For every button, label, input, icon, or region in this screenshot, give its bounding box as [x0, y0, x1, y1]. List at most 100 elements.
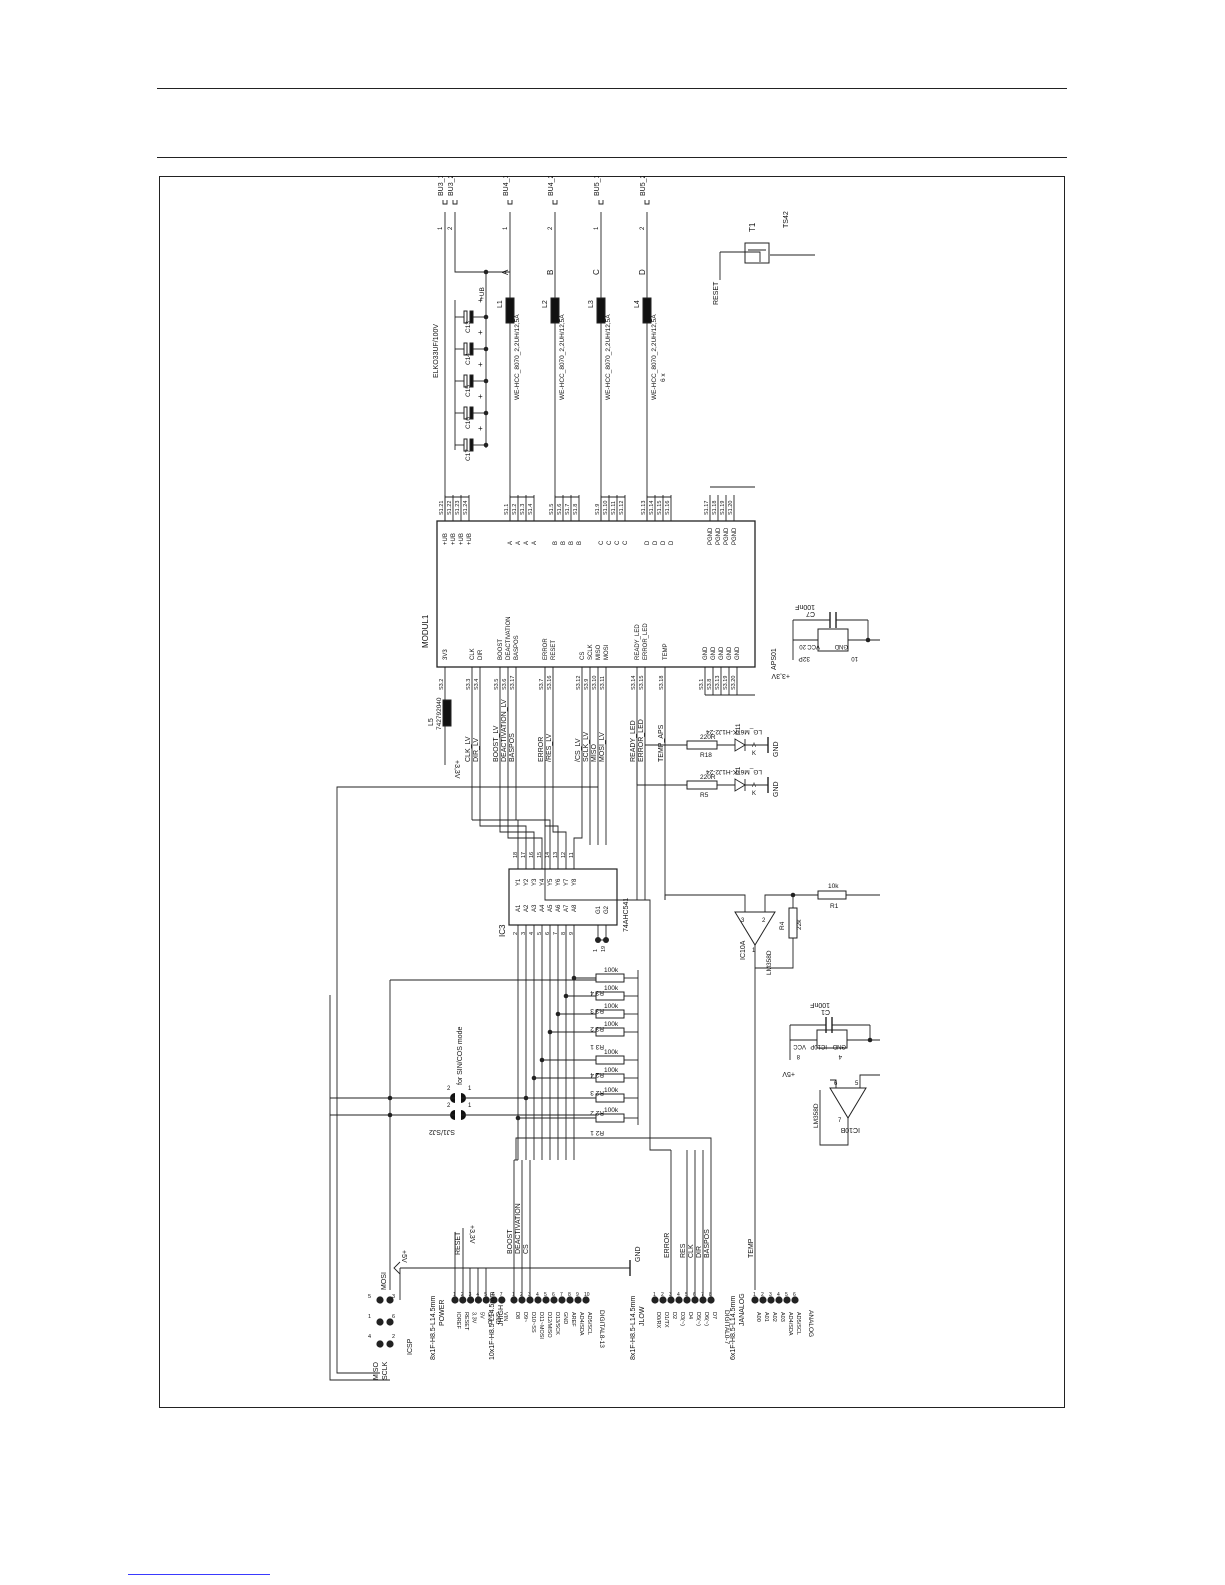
- junction-dot: [790, 892, 796, 898]
- module-pad-label: S3.17: [510, 676, 516, 690]
- connector-contact-icon: [644, 200, 650, 205]
- module-right-pin-label: C: [623, 540, 629, 545]
- pullup-ref: R3 1: [590, 1043, 604, 1050]
- lv-net-label: MISO: [591, 744, 598, 762]
- module-pad-label: S1.2: [512, 504, 518, 515]
- buffer-a-pin-label: A5: [548, 904, 554, 912]
- junction-dot: [563, 993, 569, 999]
- jhigh-header-pin-dot: [566, 1296, 574, 1304]
- inductor-multiplier-label: 6 x: [660, 373, 667, 382]
- jhigh-header-pin-number: 10: [584, 1292, 590, 1298]
- power-header-pin-number: 2: [461, 1292, 464, 1298]
- connector-pin-number: 1: [594, 226, 600, 230]
- jlow-header-pin-label: D3(~): [679, 1312, 685, 1326]
- inductor-body-L1: [505, 297, 515, 324]
- janalog-header-pin-number: 3: [769, 1292, 772, 1298]
- jhigh-header-pin-label: AREF: [570, 1312, 576, 1327]
- module-right-pin-label: +UB: [443, 533, 449, 545]
- connector-label-BU5_2: BU5_2: [640, 176, 647, 196]
- led-k-label: K: [752, 791, 756, 797]
- janalog-header-pin-number: 4: [777, 1292, 780, 1298]
- junction-dot: [865, 637, 871, 643]
- module-pad-label: S1.3: [520, 504, 526, 515]
- module-right-pin-label: PGND: [724, 527, 730, 545]
- jhigh-net-label: CS: [523, 1244, 530, 1254]
- jlow-net-label: ERROR: [664, 1233, 671, 1258]
- inductor-net-label: A: [501, 269, 510, 275]
- icsp-signal-label: MISO: [373, 1362, 380, 1380]
- jhigh-net-label: BOOST: [507, 1229, 514, 1254]
- power-header-pin-number: 7: [500, 1292, 503, 1298]
- module-right-pin-label: D: [653, 540, 659, 545]
- buffer-y-pin-label: Y5: [548, 878, 554, 886]
- module-body: [436, 520, 756, 668]
- connector-label-BU4_1: BU4_1: [503, 176, 510, 196]
- led-a-label: A: [752, 783, 756, 789]
- janalog-header-pin-dot: [775, 1296, 783, 1304]
- r1-ref: R1: [830, 903, 839, 910]
- module-pad-label: S1.9: [595, 504, 601, 515]
- module-pad-label: S3.9: [584, 679, 590, 690]
- jhigh-header-pin-number: 6: [552, 1292, 555, 1298]
- connector-contact-icon: [598, 200, 604, 205]
- junction-dot: [867, 1037, 873, 1043]
- jhigh-header-pin-number: 1: [512, 1292, 515, 1298]
- led-resistor-value: 220R: [700, 734, 716, 741]
- jlow-net-label: RES: [680, 1243, 687, 1258]
- opamp-part: LM358D: [766, 950, 773, 975]
- lv-net-label: READY_LED: [630, 720, 637, 762]
- jumper-pin-number: 2: [447, 1103, 451, 1109]
- pullup-value: 100k: [604, 985, 619, 992]
- jhigh-header-pin-label: D13/SCK: [554, 1312, 560, 1335]
- opamp-b-wire: [830, 1079, 837, 1088]
- jhigh-header-pin-label: GND: [562, 1312, 568, 1324]
- module-left-pin-label: SCLK: [588, 644, 594, 660]
- module-pad-label: S1.1: [504, 504, 510, 515]
- junction-dot: [539, 1057, 545, 1063]
- cap-polarity-icon: +: [478, 392, 483, 401]
- module-left-pin-label: ERROR: [543, 638, 549, 660]
- junction-dot: [483, 378, 489, 384]
- jhigh-header-pin-dot: [550, 1296, 558, 1304]
- cap-ref-C15: C15: [465, 385, 472, 397]
- janalog-header-pin-dot: [783, 1296, 791, 1304]
- miso-route-wire: [336, 786, 598, 1374]
- module-right-pin-label: D: [645, 540, 651, 545]
- jhigh-header-pin-dot: [582, 1296, 590, 1304]
- lv-net-label: MOSI_LV: [599, 732, 606, 762]
- resistor-body-R18: [686, 740, 718, 750]
- led-a-label: A: [752, 743, 756, 749]
- janalog-header-pin-number: 1: [753, 1292, 756, 1298]
- jhigh-header-part: 10x1F-H8.5-L14.5mm: [489, 1292, 496, 1360]
- janalog-header-pin-number: 2: [761, 1292, 764, 1298]
- jlow-header-group: DIGITAL0-7: [723, 1310, 730, 1345]
- module-pad-label: S1.17: [704, 501, 710, 515]
- buffer-pin-number: 13: [553, 852, 559, 858]
- connector-contact-icon: [507, 200, 513, 205]
- module-pad-label: S1.14: [649, 501, 655, 515]
- jlow-header-pin-label: D6(~): [703, 1312, 709, 1326]
- pullup-value: 100k: [604, 1087, 619, 1094]
- power-header-pin-label: GND: [494, 1312, 500, 1324]
- module-left-pin-label: CS: [580, 652, 586, 660]
- bu3-wire: [454, 232, 486, 273]
- buffer-pin-number: 15: [537, 852, 543, 858]
- module-right-pin-label: PGND: [716, 527, 722, 545]
- buffer-a-pin-label: A6: [556, 904, 562, 912]
- buffer-a-pin-label: A4: [540, 904, 546, 912]
- junction-dot: [483, 410, 489, 416]
- led-resistor-ref: R18: [700, 752, 712, 759]
- module-pad-label: S1.24: [463, 501, 469, 515]
- cap-plate: [463, 374, 468, 388]
- jhigh-header-pin-dot: [574, 1296, 582, 1304]
- power-header-ref: POWER: [439, 1300, 446, 1326]
- module-left-pin-label: GND: [727, 646, 733, 660]
- module-left-pin-label: GND: [735, 646, 741, 660]
- module-pad-label: S1.8: [573, 504, 579, 515]
- module-left-pin-label: BASPOS: [514, 635, 520, 660]
- module-left-pin-label: DEACTIVATION: [506, 617, 512, 660]
- inductor-ref-label: L3: [588, 300, 595, 308]
- module-left-pin-label: MOSI: [604, 644, 610, 660]
- cap-polarity-icon: +: [478, 328, 483, 337]
- module-left-pin-label: TEMP: [663, 643, 669, 660]
